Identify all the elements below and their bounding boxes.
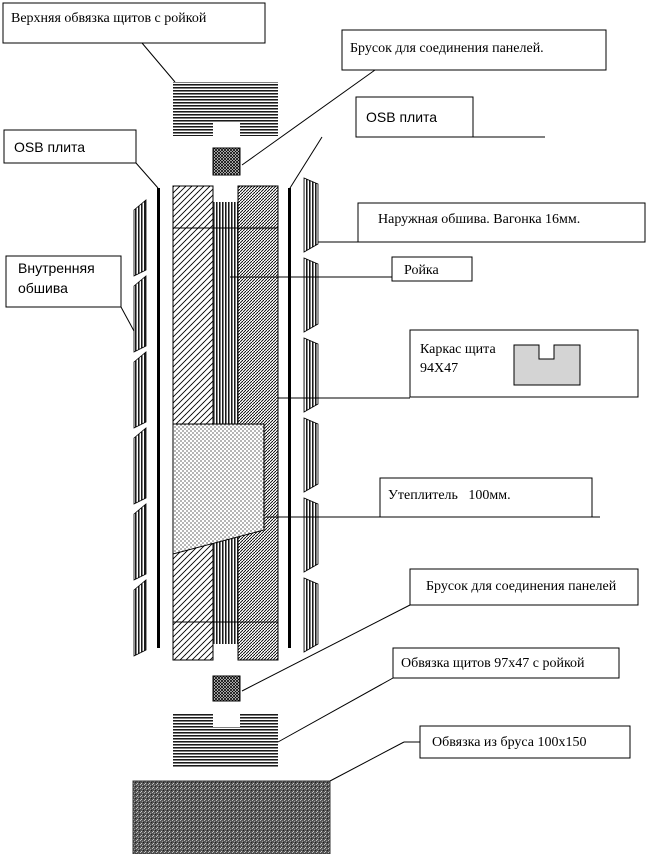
label-frame-line1: Каркас щита — [420, 342, 496, 357]
cladding-board — [133, 351, 147, 429]
cladding-board — [303, 177, 319, 253]
top-joint-bar — [212, 147, 241, 176]
bottom-joint-bar — [212, 675, 241, 702]
top-plate-shape — [173, 82, 278, 136]
osb-left-board — [157, 188, 160, 648]
cladding-board — [133, 503, 147, 581]
label-outer-cladding: Наружная обшива. Вагонка 16мм. — [378, 212, 580, 227]
frame-left-stud — [172, 185, 214, 661]
osb-right-board — [288, 188, 291, 648]
inner-cladding-boards — [133, 199, 147, 657]
cladding-board — [133, 199, 147, 277]
label-insulation: Утеплитель 100мм. — [388, 488, 511, 503]
label-osb-right: OSB плита — [366, 109, 437, 125]
label-tongue: Ройка — [404, 263, 440, 278]
cladding-board — [303, 257, 319, 333]
cladding-board — [133, 275, 147, 353]
bottom-plate-shape — [173, 714, 278, 768]
frame-right-stud — [237, 185, 279, 661]
label-joint-bar-bottom: Брусок для соединения панелей — [426, 579, 617, 594]
label-inner-cladding-line2: обшива — [18, 280, 68, 296]
cladding-board — [303, 577, 319, 653]
cladding-board — [303, 497, 319, 573]
label-bottom-plate: Обвязка щитов 97х47 с ройкой — [401, 656, 585, 671]
sill-beam-shape — [132, 780, 331, 854]
cladding-board — [133, 579, 147, 657]
panel-tongue-core — [213, 202, 238, 644]
insulation-block — [172, 423, 265, 555]
cladding-board — [303, 417, 319, 493]
frame-section-icon — [513, 344, 581, 386]
label-sill-beam: Обвязка из бруса 100х150 — [432, 735, 587, 750]
label-inner-cladding-line1: Внутренняя — [18, 260, 95, 276]
cladding-board — [303, 337, 319, 413]
label-top-plate: Верхняя обвязка щитов с ройкой — [11, 11, 207, 26]
label-osb-left: OSB плита — [14, 139, 85, 155]
outer-cladding-boards — [303, 177, 319, 653]
label-frame-line2: 94X47 — [420, 361, 458, 376]
cladding-board — [133, 427, 147, 505]
label-joint-bar-top: Брусок для соединения панелей. — [350, 41, 544, 56]
